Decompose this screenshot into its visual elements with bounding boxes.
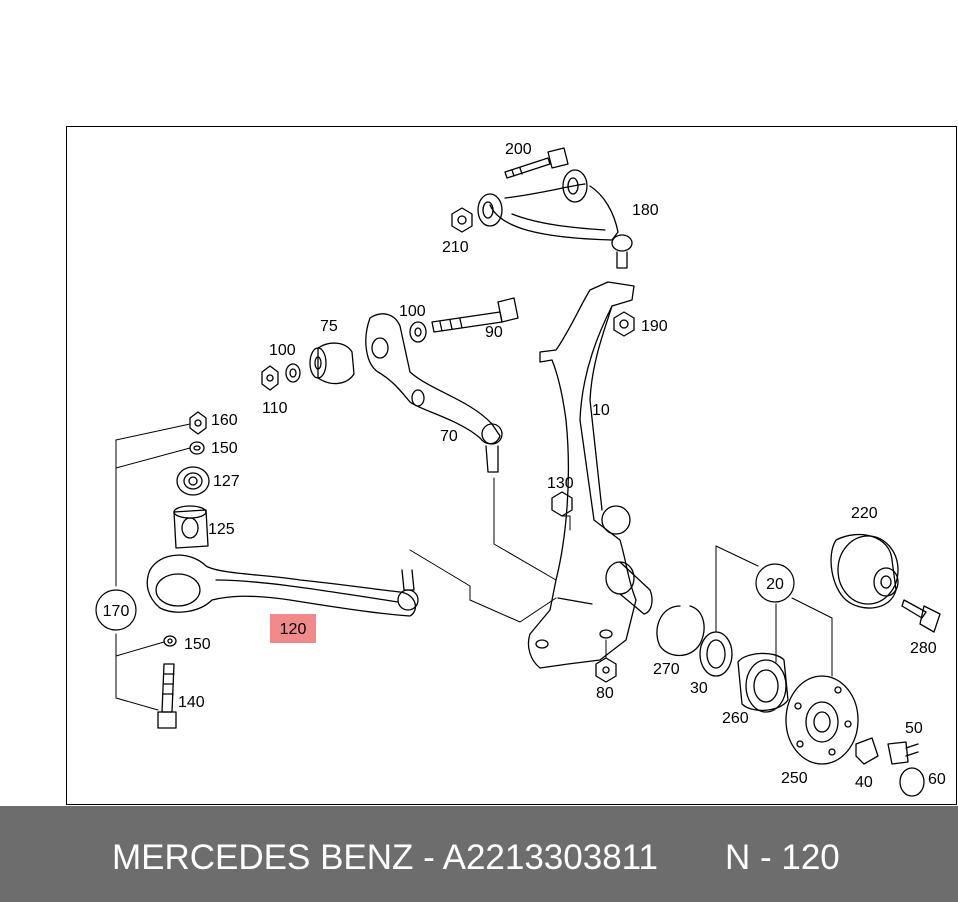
callout-70[interactable]: 70 (440, 428, 458, 445)
callout-100-lower[interactable]: 100 (269, 342, 296, 359)
callout-120[interactable]: 120 (280, 621, 307, 638)
callout-180[interactable]: 180 (632, 202, 659, 219)
callout-circle-170 (95, 589, 137, 631)
callout-125[interactable]: 125 (208, 521, 235, 538)
callout-150-upper[interactable]: 150 (211, 440, 238, 457)
callout-40[interactable]: 40 (855, 774, 873, 791)
part-140-bolt[interactable] (157, 663, 177, 729)
part-10-steering-knuckle[interactable] (527, 281, 653, 669)
callout-220[interactable]: 220 (851, 505, 878, 522)
callout-90[interactable]: 90 (485, 324, 503, 341)
callout-280[interactable]: 280 (910, 640, 937, 657)
diagram-frame (66, 126, 957, 805)
part-80-nut[interactable] (595, 657, 617, 683)
part-40-nut[interactable] (855, 737, 879, 765)
part-260-wheel-bearing[interactable] (737, 652, 789, 713)
callout-75[interactable]: 75 (320, 318, 338, 335)
callout-140[interactable]: 140 (178, 694, 205, 711)
part-190-nut[interactable] (613, 311, 635, 337)
part-130-bolt[interactable] (551, 491, 573, 517)
part-100-washer-upper[interactable] (409, 321, 427, 343)
part-270-circlip[interactable] (656, 605, 705, 657)
callout-10[interactable]: 10 (592, 402, 610, 419)
callout-150-lower[interactable]: 150 (184, 636, 211, 653)
part-210-nut[interactable] (451, 207, 473, 233)
callout-circle-20 (755, 563, 795, 603)
part-50-bolt[interactable] (887, 741, 919, 765)
part-150-washer-upper[interactable] (189, 441, 205, 455)
highlight-120 (270, 614, 316, 643)
part-150-washer-lower[interactable] (163, 635, 177, 647)
leader-lines (115, 423, 833, 711)
callout-200[interactable]: 200 (505, 141, 532, 158)
callout-100-upper[interactable]: 100 (399, 303, 426, 320)
part-250-wheel-hub[interactable] (785, 675, 859, 765)
footer-part-number: MERCEDES BENZ - A2213303811 (112, 838, 659, 877)
callout-20[interactable]: 20 (766, 576, 784, 593)
part-120-lower-control-arm[interactable] (146, 554, 419, 617)
callout-110[interactable]: 110 (262, 400, 288, 417)
part-100-washer-lower[interactable] (285, 363, 301, 383)
callout-170[interactable]: 170 (103, 603, 130, 620)
callout-80[interactable]: 80 (596, 685, 614, 702)
callout-160[interactable]: 160 (211, 412, 238, 429)
part-180-upper-control-arm[interactable] (477, 169, 633, 269)
callout-127[interactable]: 127 (213, 473, 240, 490)
callout-260[interactable]: 260 (722, 710, 749, 727)
callout-250[interactable]: 250 (781, 770, 808, 787)
callout-30[interactable]: 30 (690, 680, 708, 697)
part-60-cap[interactable] (899, 767, 925, 797)
callout-60[interactable]: 60 (928, 771, 946, 788)
callout-50[interactable]: 50 (905, 720, 923, 737)
part-280-bolt[interactable] (901, 599, 941, 633)
part-220-dust-cover[interactable] (830, 533, 899, 609)
part-75-bushing[interactable] (309, 342, 355, 385)
part-90-bolt[interactable] (431, 297, 519, 333)
footer-bar: MERCEDES BENZ - A2213303811 N - 120 (0, 806, 958, 902)
callout-130[interactable]: 130 (547, 475, 574, 492)
footer-position-number: N - 120 (725, 838, 840, 877)
part-70-tension-strut[interactable] (365, 313, 503, 473)
part-30-seal[interactable] (699, 631, 733, 677)
callout-210[interactable]: 210 (442, 239, 469, 256)
part-200-bolt[interactable] (504, 147, 569, 179)
callout-190[interactable]: 190 (641, 318, 668, 335)
callout-270[interactable]: 270 (653, 661, 680, 678)
part-125-bushing[interactable] (173, 505, 209, 549)
part-127-bushing[interactable] (176, 466, 210, 496)
part-110-nut[interactable] (261, 365, 279, 391)
part-160-nut[interactable] (189, 411, 207, 435)
callout-labels: 200 180 210 100 75 90 190 100 110 10 70 … (103, 141, 946, 791)
